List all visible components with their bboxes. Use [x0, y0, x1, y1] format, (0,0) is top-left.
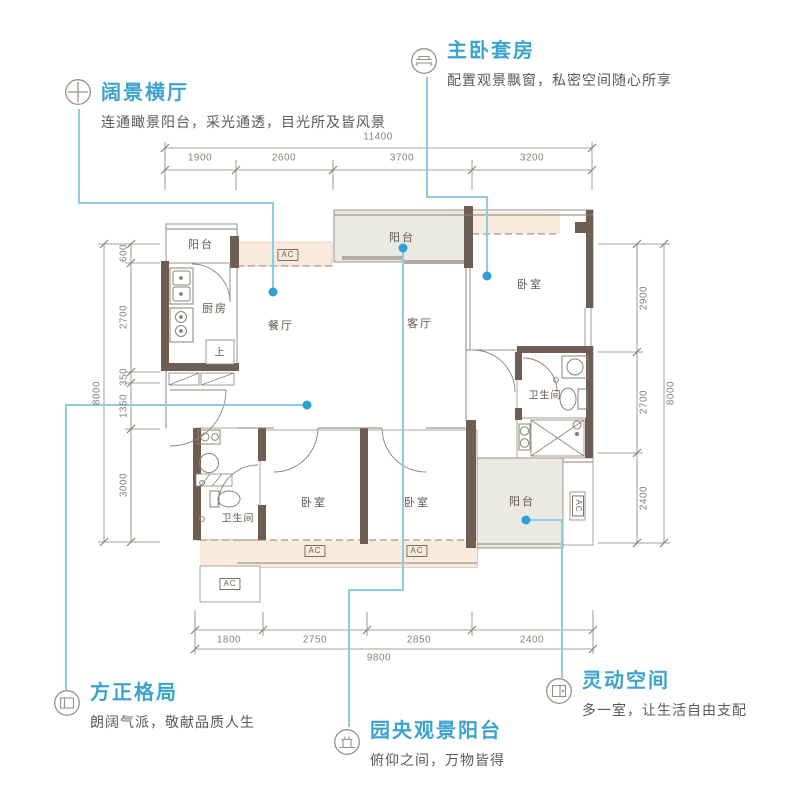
room-label-balcony-living: 阳台 — [389, 232, 415, 244]
dim-right-total: 8000 — [665, 380, 677, 406]
fixtures — [169, 267, 589, 522]
dim-right-seg: 2900 — [638, 285, 650, 311]
dim-left-total: 8000 — [91, 380, 103, 406]
thin-lines — [165, 214, 594, 564]
dim-top-seg: 3200 — [519, 152, 545, 164]
room-label-bedroom-2: 卧室 — [301, 497, 327, 509]
room-label-kitchen: 厨房 — [202, 303, 228, 315]
feature-title: 灵动空间 — [582, 670, 670, 692]
feature-master-suite: 主卧套房 配置观景飘窗，私密空间随心所享 — [410, 34, 672, 90]
feature-desc: 俯仰之间，万物皆得 — [370, 752, 505, 768]
dim-right-seg: 2400 — [638, 485, 650, 511]
room-label-bedroom-3: 卧室 — [404, 497, 430, 509]
dim-top-seg: 3700 — [389, 152, 415, 164]
dim-left-seg: 2700 — [118, 304, 130, 330]
dim-bottom-seg: 2400 — [519, 634, 545, 646]
feature-desc: 多一室，让生活自由支配 — [582, 702, 747, 718]
dim-top-seg: 1900 — [187, 152, 213, 164]
dim-top-total: 11400 — [363, 131, 393, 143]
room-label-bathroom-left: 卫生间 — [221, 513, 255, 525]
room-label-balcony-kitchen: 阳台 — [188, 239, 214, 251]
hatch-boxes — [168, 339, 585, 487]
feature-garden-balcony: 园央观景阳台 俯仰之间，万物皆得 — [333, 714, 505, 770]
door-arcs — [169, 263, 558, 506]
dim-bottom-total: 9800 — [366, 652, 392, 664]
feature-desc: 连通瞰景阳台，采光通透，目光所及皆风景 — [101, 114, 386, 130]
frame-icon — [53, 689, 81, 717]
feature-title: 园央观景阳台 — [370, 720, 502, 742]
dim-bottom-seg: 2850 — [406, 634, 432, 646]
room-label-balcony-bottom: 阳台 — [509, 496, 535, 508]
ac-unit-label: AC — [572, 495, 584, 517]
room-label-up-mark: 上 — [214, 347, 226, 359]
feature-title: 方正格局 — [90, 682, 178, 704]
feature-title: 主卧套房 — [447, 40, 535, 62]
room-label-dining: 餐厅 — [268, 320, 294, 332]
ac-unit-label: AC — [406, 545, 428, 557]
leader-dots — [268, 243, 531, 525]
feature-desc: 配置观景飘窗，私密空间随心所享 — [447, 72, 672, 88]
dim-left-seg: 600 — [118, 243, 130, 263]
walls — [161, 206, 593, 548]
room-label-bathroom-right: 卫生间 — [528, 390, 562, 402]
room-icon — [545, 677, 573, 705]
ac-unit-label: AC — [304, 545, 326, 557]
room-label-bedroom-master: 卧室 — [517, 279, 543, 291]
dim-left-seg: 350 — [118, 367, 130, 387]
dim-top-seg: 2600 — [271, 152, 297, 164]
feature-desc: 朗阔气派，敬献品质人生 — [90, 714, 255, 730]
feature-flex-space: 灵动空间 多一室，让生活自由支配 — [545, 664, 747, 720]
leader-lines — [65, 77, 563, 727]
bed-icon — [410, 47, 438, 75]
ac-unit-label: AC — [277, 249, 299, 261]
dim-right-seg: 2700 — [638, 389, 650, 415]
ac-unit-label: AC — [219, 578, 241, 590]
room-label-living: 客厅 — [407, 318, 433, 330]
window-icon — [64, 78, 92, 106]
feature-square-layout: 方正格局 朗阔气派，敬献品质人生 — [53, 676, 255, 732]
feature-wide-hall: 阔景横厅 连通瞰景阳台，采光通透，目光所及皆风景 — [64, 76, 386, 132]
feature-title: 阔景横厅 — [101, 82, 189, 104]
dim-left-seg: 1350 — [118, 393, 130, 419]
dim-bottom-seg: 1800 — [216, 634, 242, 646]
dim-bottom-seg: 2750 — [302, 634, 328, 646]
pavilion-icon — [333, 728, 361, 756]
sliding-door — [342, 256, 464, 264]
dim-left-seg: 3000 — [118, 472, 130, 498]
dimension-lines — [98, 142, 670, 654]
